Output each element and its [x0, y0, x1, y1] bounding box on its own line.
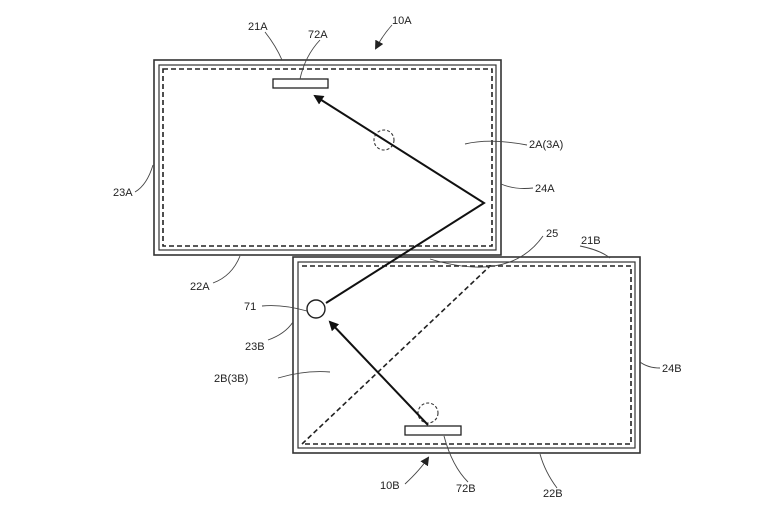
label-71: 71	[244, 301, 256, 313]
trajectory	[315, 96, 484, 425]
device-b-display-region	[302, 262, 631, 444]
label-21a: 21A	[248, 21, 268, 33]
label-23a: 23A	[113, 187, 133, 199]
label-21b: 21B	[581, 235, 601, 247]
label-24a: 24A	[535, 183, 555, 195]
device-b-dashed-circle	[418, 403, 438, 423]
device-a-inner-frame	[159, 65, 496, 250]
target-72a	[273, 79, 328, 88]
label-22b: 22B	[543, 488, 563, 500]
device-b	[293, 257, 640, 453]
trajectory-arrow-b	[330, 322, 428, 425]
device-a-display-region	[163, 69, 492, 246]
device-b-outer-frame	[293, 257, 640, 453]
label-10a: 10A	[392, 15, 412, 27]
label-72a: 72A	[308, 29, 328, 41]
label-22a: 22A	[190, 281, 210, 293]
label-23b: 23B	[245, 341, 265, 353]
label-10b: 10B	[380, 480, 400, 492]
label-24b: 24B	[662, 363, 682, 375]
object-71	[307, 300, 325, 318]
target-72b	[405, 426, 461, 435]
trajectory-arrow-a	[315, 96, 484, 303]
label-2b-3b: 2B(3B)	[214, 373, 248, 385]
label-72b: 72B	[456, 483, 476, 495]
label-2a-3a: 2A(3A)	[529, 139, 563, 151]
label-25: 25	[546, 228, 558, 240]
